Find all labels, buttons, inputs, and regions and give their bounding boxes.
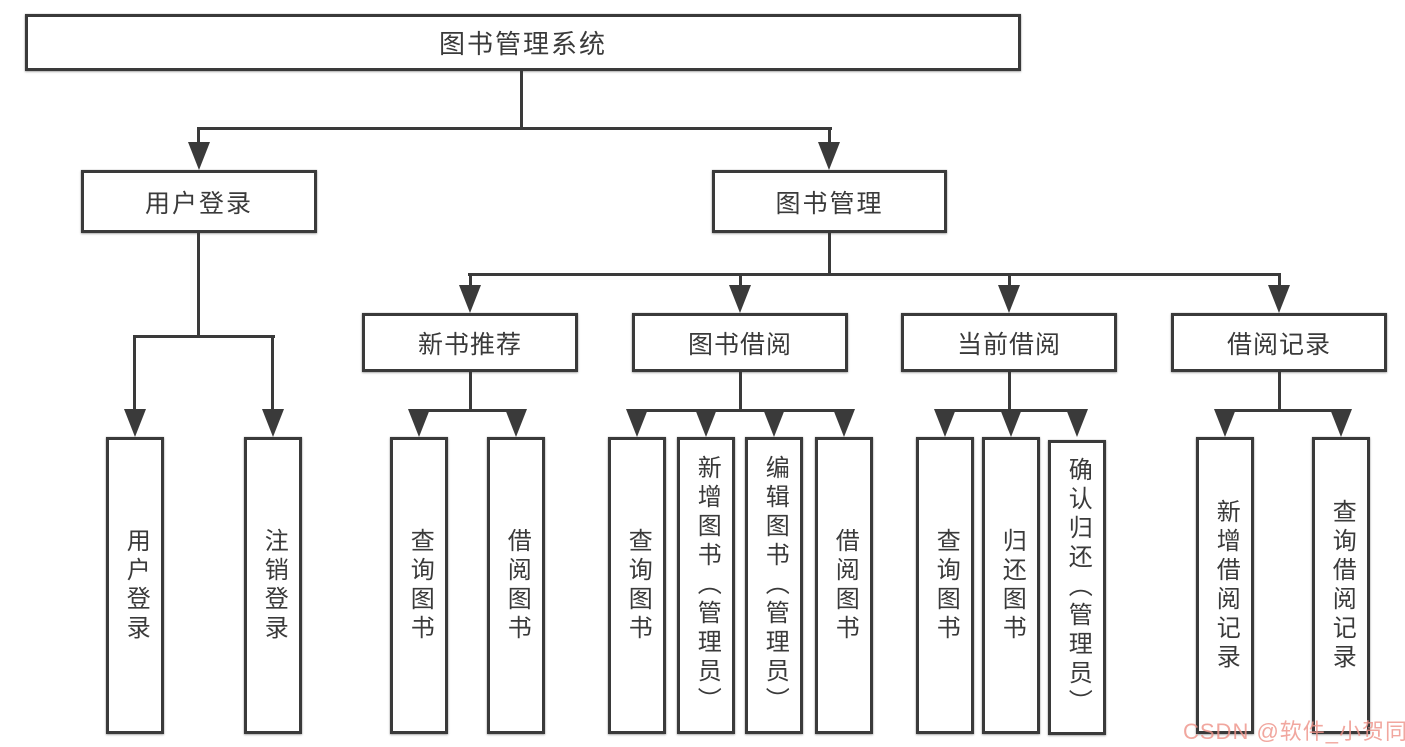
arrowhead-leaf-logout [262, 409, 284, 437]
connector-drop-book-borrow [739, 273, 742, 287]
node-borrow-records: 借阅记录 [1171, 313, 1387, 372]
connector-records-stem [1278, 372, 1281, 411]
arrowhead-nb-borrow [505, 409, 527, 437]
arrowhead-bb-add [695, 409, 717, 437]
node-label: 注销登录 [260, 527, 288, 644]
connector-user-login-rail [133, 335, 275, 338]
arrowhead-book-mgmt [818, 142, 840, 170]
connector-drop-borrow-records [1278, 273, 1281, 287]
node-label: 查询图书 [624, 527, 652, 644]
node-label: 图书借阅 [687, 330, 792, 359]
connector-drop-leaf-login [133, 335, 136, 413]
csdn-watermark: CSDN @软件_小贺同学 [1183, 719, 1405, 744]
arrowhead-borrow-records [1268, 285, 1290, 313]
leaf-bb-edit-books-admin: 编辑图书（管理员） [745, 437, 803, 734]
node-label: 查询图书 [406, 527, 434, 644]
leaf-cb-query-books: 查询图书 [916, 437, 974, 734]
connector-new-books-rail [417, 409, 519, 412]
arrowhead-rec-add [1214, 409, 1236, 437]
arrowhead-bb-borrow [833, 409, 855, 437]
arrowhead-nb-query [408, 409, 430, 437]
node-book-borrowing: 图书借阅 [632, 313, 848, 372]
leaf-user-login: 用户登录 [106, 437, 164, 734]
leaf-cb-return-books: 归还图书 [982, 437, 1040, 734]
node-label: 图书管理系统 [438, 29, 607, 59]
leaf-bb-borrow-books: 借阅图书 [815, 437, 873, 734]
connector-user-login-stem [197, 233, 200, 337]
connector-new-books-stem [469, 372, 472, 411]
connector-drop-current-borrow [1008, 273, 1011, 287]
arrowhead-rec-query [1330, 409, 1352, 437]
connector-book-borrow-stem [739, 372, 742, 411]
node-root-library-system: 图书管理系统 [25, 14, 1021, 71]
node-label: 图书管理 [775, 189, 884, 218]
connector-level3-rail [468, 273, 1281, 276]
arrowhead-book-borrow [729, 285, 751, 313]
node-label: 新书推荐 [417, 330, 522, 359]
node-label: 查询借阅记录 [1328, 498, 1356, 673]
connector-book-borrow-rail [635, 409, 847, 412]
connector-drop-book-mgmt [828, 127, 831, 145]
arrowhead-user-login [188, 142, 210, 170]
node-label: 借阅记录 [1226, 330, 1331, 359]
arrowhead-cb-confirm [1066, 409, 1088, 437]
node-label: 归还图书 [998, 527, 1026, 644]
node-label: 查询图书 [932, 527, 960, 644]
node-label: 编辑图书（管理员） [761, 455, 789, 716]
connector-current-stem [1008, 372, 1011, 411]
node-label: 借阅图书 [831, 527, 859, 644]
connector-records-rail [1223, 409, 1344, 412]
arrowhead-bb-edit [763, 409, 785, 437]
leaf-cb-confirm-return-admin: 确认归还（管理员） [1048, 440, 1106, 735]
connector-drop-user-login [197, 127, 200, 145]
node-label: 用户登录 [122, 527, 150, 644]
leaf-logout: 注销登录 [244, 437, 302, 734]
arrowhead-cb-return [1000, 409, 1022, 437]
node-user-login: 用户登录 [81, 170, 317, 233]
node-current-borrowing: 当前借阅 [901, 313, 1117, 372]
leaf-bb-query-books: 查询图书 [608, 437, 666, 734]
connector-book-mgmt-stem [828, 233, 831, 275]
arrowhead-current-borrow [998, 285, 1020, 313]
arrowhead-new-books [459, 285, 481, 313]
node-label: 借阅图书 [503, 527, 531, 644]
connector-drop-leaf-logout [271, 335, 274, 413]
leaf-nb-borrow-books: 借阅图书 [487, 437, 545, 734]
arrowhead-bb-query [626, 409, 648, 437]
node-book-management: 图书管理 [712, 170, 947, 233]
connector-level2-rail [197, 127, 832, 130]
node-label: 用户登录 [144, 189, 253, 218]
node-label: 当前借阅 [956, 330, 1061, 359]
node-new-book-recommend: 新书推荐 [362, 313, 578, 372]
node-label: 新增图书（管理员） [693, 455, 721, 716]
arrowhead-leaf-login [124, 409, 146, 437]
arrowhead-cb-query [934, 409, 956, 437]
leaf-rec-query-record: 查询借阅记录 [1312, 437, 1370, 734]
leaf-bb-add-books-admin: 新增图书（管理员） [677, 437, 735, 734]
connector-root-stem [520, 71, 523, 130]
leaf-nb-query-books: 查询图书 [390, 437, 448, 734]
leaf-rec-add-record: 新增借阅记录 [1196, 437, 1254, 734]
node-label: 新增借阅记录 [1212, 498, 1240, 673]
node-label: 确认归还（管理员） [1064, 457, 1092, 718]
connector-drop-new-books [469, 273, 472, 287]
